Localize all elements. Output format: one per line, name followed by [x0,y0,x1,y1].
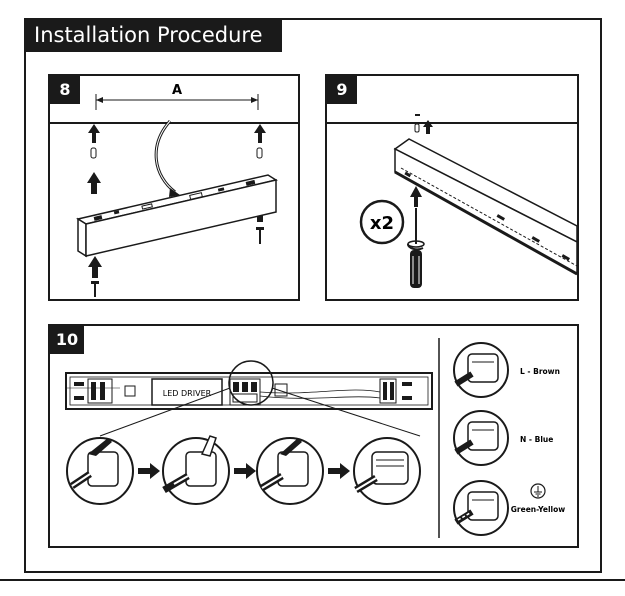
step-8-panel: 8 A [48,74,300,301]
connector-step-4 [354,438,420,504]
connector-step-2 [163,436,229,504]
up-arrow-icon [254,124,266,143]
screw-icon [256,227,264,244]
step-9-illustration: x2 [327,76,577,299]
anchor-icon [91,148,96,158]
earth-ground-icon [531,484,545,498]
connector-step-1 [67,438,133,504]
screw-icon [91,281,99,297]
up-arrow-icon [410,186,422,207]
anchor-icon [257,148,262,158]
screwdriver-icon [408,208,424,288]
up-arrow-icon [88,256,102,278]
step-10-panel: 10 LED DRIVER [48,324,579,548]
wire-connector-icon [454,343,508,397]
up-arrow-icon [87,172,101,194]
luminaire-body [395,139,577,274]
wire-label-brown: L - Brown [520,367,560,376]
right-arrow-icon [328,463,350,479]
connector-step-3 [257,438,323,504]
wire-label-blue: N - Blue [520,435,553,444]
quantity-label: x2 [370,213,394,234]
wire-connector-icon [454,411,508,465]
luminaire-body [78,175,276,256]
right-arrow-icon [234,463,256,479]
step-8-illustration: A [50,76,298,299]
step-9-panel: 9 x2 [325,74,579,301]
led-driver-label: LED DRIVER [163,389,212,398]
bottom-rule [0,579,625,581]
step-10-illustration: LED DRIVER [50,326,577,546]
up-arrow-icon [88,124,100,143]
wire-connector-icon [454,481,508,535]
wire-label-green-yellow: Green-Yellow [511,505,566,514]
page-title: Installation Procedure [24,18,282,52]
dimension-label: A [172,83,182,98]
right-arrow-icon [138,463,160,479]
